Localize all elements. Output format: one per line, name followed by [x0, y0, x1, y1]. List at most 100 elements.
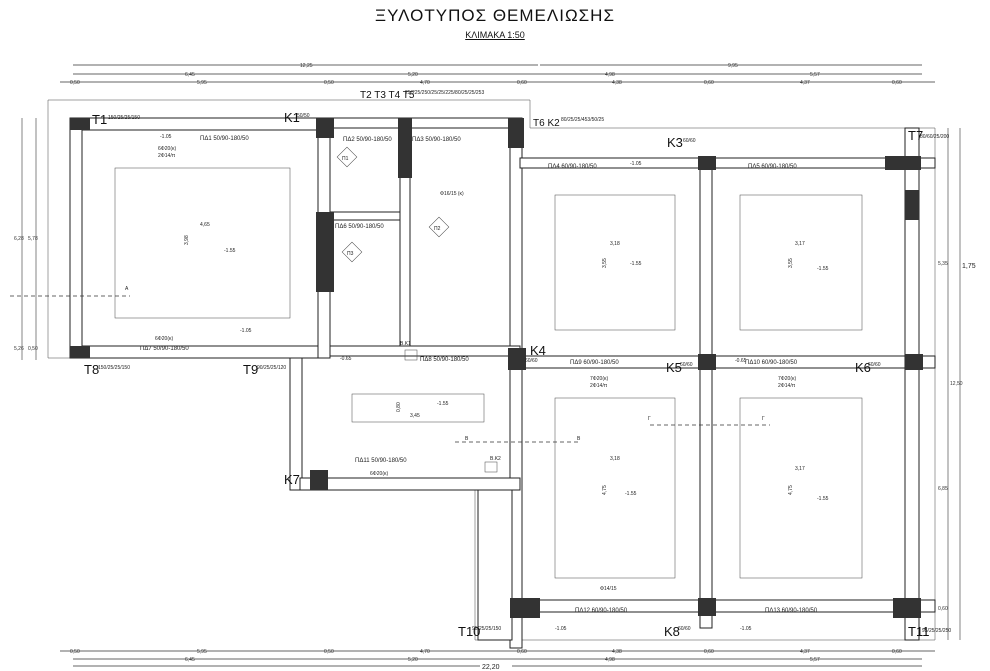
- beam-label: ΠΔ7 50/90-180/50: [140, 346, 189, 352]
- beam-label: ΠΔ9 60/90-180/50: [570, 360, 619, 366]
- dim-text: 5,57: [810, 657, 820, 663]
- elevation-mark: -1.05: [555, 626, 567, 632]
- dim-text: 0,50: [70, 649, 80, 655]
- column-label: K6: [855, 360, 871, 375]
- foundation-outline: [47, 99, 936, 649]
- total-dim-text: 22,20: [482, 664, 500, 671]
- room-width: 3,45: [410, 413, 420, 419]
- elevation-mark: -1.55: [625, 491, 637, 497]
- column-spec: 60/60: [678, 626, 691, 632]
- dim-text: 0,50: [324, 80, 334, 86]
- elevation-mark: -1.05: [740, 626, 752, 632]
- dim-text: 6,85: [938, 486, 948, 492]
- dim-text: 4,37: [800, 649, 810, 655]
- beam-label: ΠΔ2 50/90-180/50: [343, 137, 392, 143]
- column-spec: 50/50: [297, 113, 310, 119]
- room-width: 3,18: [610, 241, 620, 247]
- beam-labels: ΠΔ1 50/90-180/50 ΠΔ2 50/90-180/50 ΠΔ3 50…: [140, 136, 818, 614]
- room-width: 3,17: [795, 466, 805, 472]
- dim-text: 0,50: [28, 346, 38, 352]
- beam-label: ΠΔ11 50/90-180/50: [355, 458, 407, 464]
- bk2-label: B.K2: [490, 456, 501, 462]
- column-label: K1: [284, 110, 300, 125]
- dim-text: 6,45: [185, 657, 195, 663]
- dim-text: 0,60: [892, 80, 902, 86]
- section-b-mark: B: [577, 436, 581, 442]
- dim-text: 0,60: [892, 649, 902, 655]
- room-width: 3,18: [610, 456, 620, 462]
- dim-text: 5,78: [28, 236, 38, 242]
- elevation-markers: -1.55 -1.55 -1.55 -1.55 -1.55 -1.55 -1.0…: [160, 134, 829, 632]
- elevation-mark: -1.55: [224, 248, 236, 254]
- rebar-note: 6Φ20(κ): [370, 471, 388, 477]
- column-spec: 60/60: [680, 362, 693, 368]
- beam-label: ΠΔ4 60/90-180/50: [548, 164, 597, 170]
- rebar-note: 2Φ14/π: [778, 383, 796, 389]
- footing-label: T9: [243, 362, 258, 377]
- dim-text: 5,35: [938, 261, 948, 267]
- dim-text: 0,60: [517, 649, 527, 655]
- dim-text: 5,57: [810, 72, 820, 78]
- rebar-note: 6Φ20(κ): [155, 336, 173, 342]
- room-width: 3,17: [795, 241, 805, 247]
- rebar-note: 7Φ20(κ): [778, 376, 796, 382]
- dim-text: 0,60: [704, 649, 714, 655]
- dim-text: 12,25: [300, 63, 313, 69]
- elevation-mark: -0.65: [340, 356, 352, 362]
- pile-label: Π2: [434, 226, 441, 232]
- drawing-scale: ΚΛΙΜΑΚΑ 1:50: [0, 30, 990, 40]
- top-dimensions: [60, 64, 935, 83]
- column-spec: 60/60: [525, 358, 538, 364]
- footing-spec: 95/25/25/150: [472, 626, 501, 632]
- rebar-note: 2Φ14/π: [158, 153, 176, 159]
- column-label: K3: [667, 135, 683, 150]
- dim-text: 5,26: [14, 346, 24, 352]
- beam-label: ΠΔ6 50/90-180/50: [335, 224, 384, 230]
- elevation-mark: -1.55: [437, 401, 449, 407]
- elevation-mark: -1.55: [630, 261, 642, 267]
- column-spec: 60/60: [683, 138, 696, 144]
- bottom-dimensions: [60, 650, 935, 667]
- column-label: K5: [666, 360, 682, 375]
- dim-text: 12,50: [950, 381, 963, 387]
- footing-label: T11: [908, 624, 929, 639]
- bk1-label: B.K1: [400, 341, 411, 347]
- room-height: 4,75: [602, 485, 608, 495]
- dim-text: 9,95: [728, 63, 738, 69]
- dim-text: 5,20: [408, 72, 418, 78]
- element-labels: T1 150/25/25/150 K1 50/50 T2 T3 T4 T5 25…: [84, 90, 951, 639]
- room-height: 0,80: [396, 402, 402, 412]
- section-g-mark: Γ: [762, 416, 765, 422]
- scale-text: ΚΛΙΜΑΚΑ 1:50: [465, 30, 525, 40]
- column-label: K7: [284, 472, 300, 487]
- dim-text: 1,75: [962, 263, 976, 270]
- dim-text: 5,95: [197, 80, 207, 86]
- column-spec: 60/60: [868, 362, 881, 368]
- footing-label: T8: [84, 362, 99, 377]
- dim-text: 0,60: [938, 606, 948, 612]
- pile-label: Π3: [347, 251, 354, 257]
- dim-text: 0,60: [517, 80, 527, 86]
- dim-text: 0,50: [324, 649, 334, 655]
- room-height: 3,55: [602, 258, 608, 268]
- footing-label: T10: [458, 624, 480, 639]
- footing-label: T1: [92, 112, 107, 127]
- elevation-mark: -1.55: [817, 496, 829, 502]
- dim-text: 4,70: [420, 649, 430, 655]
- beam-label: ΠΔ5 60/90-180/50: [748, 164, 797, 170]
- dim-text: 4,37: [800, 80, 810, 86]
- rebar-notes: 6Φ20(κ) 2Φ14/π 6Φ20(κ) 7Φ20(κ) 2Φ14/π 7Φ…: [155, 146, 796, 592]
- elevation-mark: -1.55: [817, 266, 829, 272]
- footing-spec: 150/25/25/150: [98, 365, 130, 371]
- footing-spec: 80/25/25/453/50/25: [561, 117, 604, 123]
- room-width: 4,65: [200, 222, 210, 228]
- room-height: 3,55: [788, 258, 794, 268]
- room-height: 3,98: [184, 235, 190, 245]
- beam-label: ΠΔ3 50/90-180/50: [412, 137, 461, 143]
- misc-marks: B.K1 B.K2 A B B Γ Γ Π1 Π2 Π3: [10, 146, 770, 473]
- dim-text: 6,45: [185, 72, 195, 78]
- section-b-mark: B: [465, 436, 469, 442]
- elevation-mark: -1.05: [160, 134, 172, 140]
- section-g-mark: Γ: [648, 416, 651, 422]
